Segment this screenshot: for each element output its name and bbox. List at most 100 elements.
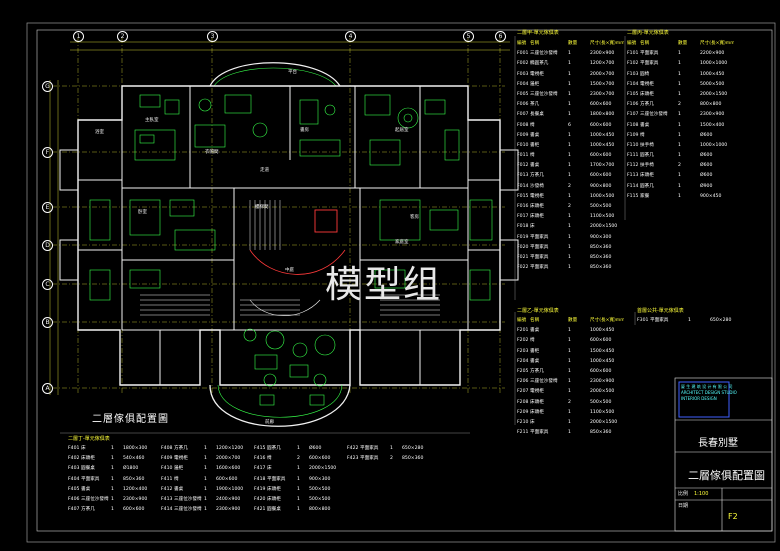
table-cell: 1000×450 bbox=[590, 328, 615, 334]
table-cell: F404 bbox=[68, 476, 80, 482]
table-cell: F210 bbox=[517, 419, 529, 425]
table-cell: F113 bbox=[627, 173, 639, 179]
table-cell: 書柜 bbox=[530, 142, 540, 148]
table-cell: 三座位沙發椅 bbox=[174, 507, 202, 513]
table-cell: F114 bbox=[627, 183, 639, 189]
table-cell: Ø600 bbox=[700, 132, 713, 138]
table-cell: 電視柜 bbox=[530, 389, 544, 395]
table-cell: 床 bbox=[267, 466, 272, 472]
table-cell: 三座位沙發椅 bbox=[174, 496, 202, 502]
table-cell: 2000×700 bbox=[590, 71, 615, 77]
table-header-cell: 數量 bbox=[568, 318, 578, 323]
table-cell: 2300×900 bbox=[123, 496, 148, 502]
table-cell: Ø1800 bbox=[123, 466, 139, 472]
table-cell: 600×600 bbox=[590, 102, 612, 108]
table-cell: 1 bbox=[568, 379, 571, 385]
table-cell: F201 bbox=[517, 328, 529, 334]
table-cell: 1 bbox=[568, 368, 571, 374]
table-header-cell: 尺寸(長×寬)mm bbox=[700, 41, 734, 46]
top-terrace-arc bbox=[209, 62, 341, 87]
table-cell: 書桌 bbox=[530, 328, 540, 334]
table-cell: 平面家具 bbox=[81, 476, 100, 482]
table-cell: F202 bbox=[517, 338, 529, 344]
table-cell: 2000×1500 bbox=[590, 224, 618, 230]
table-cell: F205 bbox=[517, 368, 529, 374]
table-cell: 1 bbox=[568, 389, 571, 395]
table-cell: F301 bbox=[637, 318, 649, 323]
table-cell: 1 bbox=[678, 183, 681, 189]
table-cell: 600×600 bbox=[590, 338, 612, 344]
table-cell: F108 bbox=[627, 122, 639, 128]
table-cell: 2400×900 bbox=[216, 496, 241, 502]
room-label: 樓梯間 bbox=[255, 205, 269, 210]
table-cell: 平面家具 bbox=[530, 244, 549, 250]
table-cell: 平面家具 bbox=[267, 476, 286, 482]
table-cell: 1 bbox=[297, 466, 300, 472]
room-label: 浴室 bbox=[95, 130, 104, 135]
table-cell: 1 bbox=[678, 173, 681, 179]
table-cell: 1 bbox=[568, 91, 571, 97]
table-cell: 2 bbox=[390, 456, 393, 462]
table-cell: 1 bbox=[568, 214, 571, 220]
table-cell: 椅 bbox=[530, 153, 535, 159]
company-line: 厦 生 建 筑 设 计 有 限 公 司 bbox=[681, 384, 733, 389]
table-cell: F006 bbox=[517, 102, 529, 108]
table-cell: 電視柜 bbox=[640, 81, 654, 87]
table-cell: 850×360 bbox=[590, 244, 612, 250]
table-cell: F422 bbox=[347, 446, 359, 451]
table-cell: 1 bbox=[568, 328, 571, 334]
table-cell: 6 bbox=[568, 122, 571, 128]
table-cell: F413 bbox=[161, 496, 173, 502]
table-cell: 1 bbox=[111, 486, 114, 492]
table-cell: 2200×900 bbox=[700, 51, 725, 57]
room-label: 家庭室 bbox=[395, 240, 409, 245]
table-cell: 圓餐桌 bbox=[267, 507, 281, 513]
table-cell: 書桌 bbox=[81, 486, 91, 492]
drawing-title: 二層傢俱配置圖 bbox=[92, 414, 169, 425]
table-cell: 1 bbox=[678, 71, 681, 77]
table-cell: F101 bbox=[627, 51, 639, 57]
table-cell: 650×280 bbox=[710, 318, 732, 323]
table-cell: 床頭柜 bbox=[640, 173, 654, 179]
table-cell: F415 bbox=[254, 446, 266, 451]
table-cell: 1 bbox=[568, 224, 571, 230]
table-cell: F409 bbox=[161, 456, 173, 462]
table-cell: 1 bbox=[568, 142, 571, 148]
table-cell: 1 bbox=[678, 193, 681, 199]
table-cell: F019 bbox=[517, 234, 529, 240]
table-cell: 圓茶几 bbox=[640, 183, 654, 189]
table-cell: 1500×450 bbox=[590, 348, 615, 354]
table-cell: 1 bbox=[568, 153, 571, 159]
table-cell: 書桌 bbox=[640, 122, 650, 128]
table-cell: Ø600 bbox=[309, 446, 322, 451]
table-header-cell: 名稱 bbox=[640, 41, 650, 46]
table-cell: 平面家具 bbox=[360, 456, 379, 462]
table-cell: F411 bbox=[161, 476, 173, 482]
table-cell: 1000×1000 bbox=[700, 61, 728, 67]
table-cell: 1 bbox=[111, 456, 114, 462]
table5-title: 二層丁-單元傢俱表 bbox=[68, 436, 110, 442]
table-cell: 2 bbox=[678, 102, 681, 108]
table-cell: 5000×500 bbox=[700, 81, 725, 87]
room-label: 起居室 bbox=[395, 128, 409, 133]
table-cell: F107 bbox=[627, 112, 639, 118]
table-header-cell: 數量 bbox=[678, 41, 688, 46]
table-cell: 扶手椅 bbox=[640, 142, 654, 148]
